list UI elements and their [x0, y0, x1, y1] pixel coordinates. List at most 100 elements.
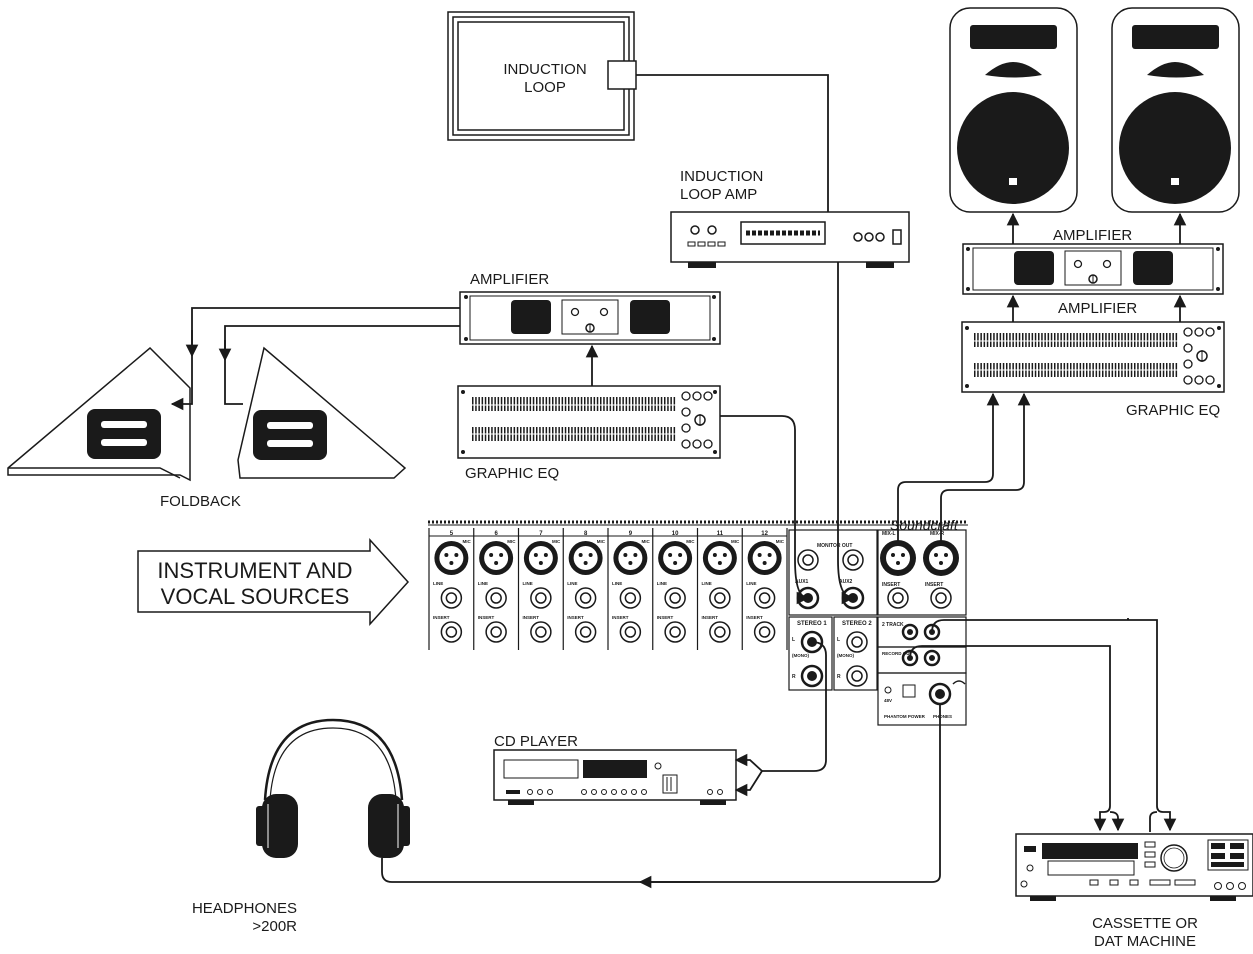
line-jack	[486, 588, 506, 608]
mix-l-label: MIX-L	[882, 531, 896, 537]
line-jack	[441, 588, 461, 608]
channel-insert-label: INSERT	[746, 615, 763, 620]
channel-mic-label: MIC	[686, 539, 695, 544]
mixer-channel-strips: 5MICLINEINSERT6MICLINEINSERT7MICLINEINSE…	[429, 528, 787, 650]
induction-loop-label-line1: INDUCTION	[503, 61, 586, 78]
stereo1-l-label: L	[792, 637, 795, 643]
channel-mic-label: MIC	[463, 539, 472, 544]
stereo1-r-label: R	[792, 674, 796, 680]
headphones: HEADPHONES >200R	[192, 720, 410, 935]
master-insert-r-label: INSERT	[925, 582, 943, 588]
channel-line-label: LINE	[746, 581, 756, 586]
insert-jack	[710, 622, 730, 642]
stereo1-mono-label: (MONO)	[792, 653, 809, 658]
stereo2-r-label: R	[837, 674, 841, 680]
headphones-label-line2: >200R	[252, 918, 297, 935]
channel-insert-label: INSERT	[702, 615, 719, 620]
two-track-label: 2 TRACK	[882, 622, 904, 628]
channel-line-label: LINE	[433, 581, 443, 586]
channel-insert-label: INSERT	[478, 615, 495, 620]
induction-loop-amp: INDUCTION LOOP AMP	[671, 168, 909, 268]
cassette-label-line2: DAT MACHINE	[1094, 933, 1196, 950]
cable-cd-r	[736, 771, 762, 790]
mixer: Soundcraft 5MICLINEINSERT6MICLINEINSERT7…	[428, 517, 968, 725]
phantom-power-label: PHANTOM POWER	[884, 714, 926, 719]
channel-mic-label: MIC	[731, 539, 740, 544]
induction-loop-terminal-box	[608, 61, 636, 89]
insert-jack	[755, 622, 775, 642]
cd-player-label: CD PLAYER	[494, 733, 578, 750]
stereo2-mono-label: (MONO)	[837, 653, 854, 658]
channel-number-11: 11	[717, 531, 724, 537]
channel-number-10: 10	[672, 531, 679, 537]
insert-jack	[665, 622, 685, 642]
channel-mic-label: MIC	[597, 539, 606, 544]
channel-line-label: LINE	[612, 581, 622, 586]
induction-loop-amp-label-line2: LOOP AMP	[680, 186, 757, 203]
cassette-dat-machine: CASSETTE OR DAT MACHINE	[1016, 834, 1253, 950]
instrument-sources-label-line1: INSTRUMENT AND	[157, 558, 352, 583]
channel-mic-label: MIC	[552, 539, 561, 544]
foldback-wedges: FOLDBACK	[8, 348, 405, 510]
insert-jack	[620, 622, 640, 642]
graphic-eq-left: GRAPHIC EQ	[458, 386, 720, 482]
channel-insert-label: INSERT	[657, 615, 674, 620]
channel-line-label: LINE	[702, 581, 712, 586]
channel-number-12: 12	[761, 531, 768, 537]
line-jack	[531, 588, 551, 608]
channel-mic-label: MIC	[776, 539, 785, 544]
insert-jack	[486, 622, 506, 642]
plus48v-label: 48V	[884, 698, 892, 703]
amplifier-left: AMPLIFIER	[460, 271, 720, 344]
insert-jack	[531, 622, 551, 642]
cable-cd-to-stereo1	[762, 642, 826, 771]
stereo2-label: STEREO 2	[842, 621, 872, 627]
phones-label: PHONES	[933, 714, 952, 719]
cable-amp-to-wedge1	[172, 308, 460, 404]
induction-loop-amp-label-line1: INDUCTION	[680, 168, 763, 185]
induction-loop-label-line2: LOOP	[524, 79, 566, 96]
stereo1-label: STEREO 1	[797, 621, 827, 627]
channel-mic-label: MIC	[507, 539, 516, 544]
headphones-label-line1: HEADPHONES	[192, 900, 297, 917]
cd-player: CD PLAYER	[494, 733, 736, 805]
stereo2-l-label: L	[837, 637, 840, 643]
channel-insert-label: INSERT	[523, 615, 540, 620]
insert-jack	[441, 622, 461, 642]
cable-cd-l	[736, 760, 762, 771]
amplifier-left-label: AMPLIFIER	[470, 271, 549, 288]
channel-insert-label: INSERT	[612, 615, 629, 620]
channel-insert-label: INSERT	[433, 615, 450, 620]
channel-line-label: LINE	[478, 581, 488, 586]
headphone-icon	[953, 681, 965, 684]
insert-jack	[576, 622, 596, 642]
induction-loop: INDUCTION LOOP	[448, 12, 636, 140]
main-speakers	[950, 8, 1239, 212]
line-jack	[710, 588, 730, 608]
foldback-label: FOLDBACK	[160, 493, 241, 510]
graphic-eq-left-label: GRAPHIC EQ	[465, 465, 559, 482]
cable-2track	[932, 620, 1170, 830]
master-insert-l-label: INSERT	[882, 582, 900, 588]
graphic-eq-right: GRAPHIC EQ	[962, 322, 1224, 419]
channel-line-label: LINE	[657, 581, 667, 586]
cable-2track-b	[1150, 812, 1157, 832]
channel-line-label: LINE	[523, 581, 533, 586]
instrument-sources-label-line2: VOCAL SOURCES	[161, 584, 350, 609]
graphic-eq-right-label: GRAPHIC EQ	[1126, 402, 1220, 419]
line-jack	[755, 588, 775, 608]
amplifier-right: AMPLIFIER AMPLIFIER	[963, 227, 1223, 317]
channel-mic-label: MIC	[642, 539, 651, 544]
line-jack	[665, 588, 685, 608]
monitor-out-label: MONITOR OUT	[817, 543, 852, 549]
channel-insert-label: INSERT	[567, 615, 584, 620]
channel-line-label: LINE	[567, 581, 577, 586]
